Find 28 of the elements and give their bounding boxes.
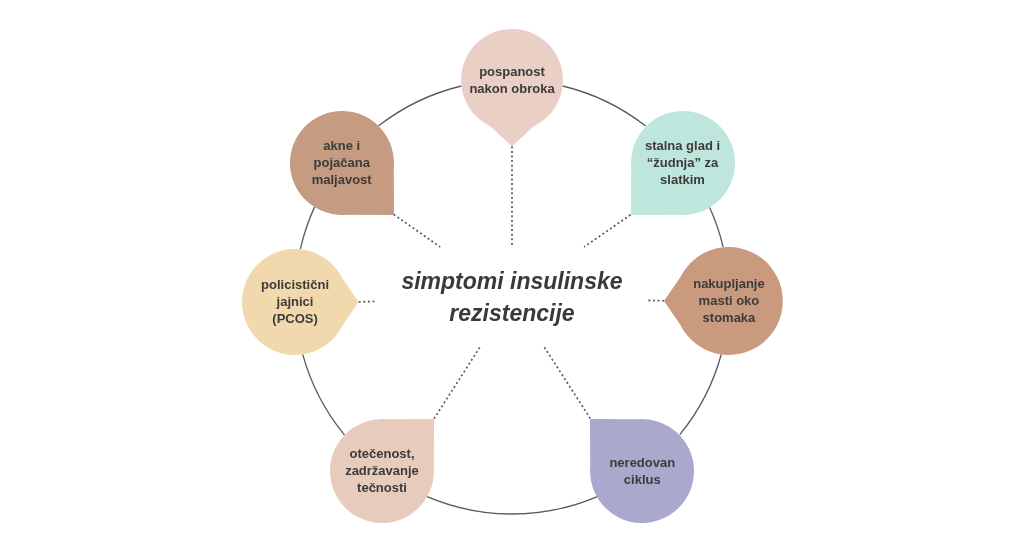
dotted-connector [543, 346, 592, 420]
speech-bubble [289, 110, 394, 215]
dotted-connector [646, 299, 665, 302]
central-title: simptomi insulinske rezistencije [400, 266, 624, 328]
ring-arc [377, 85, 462, 127]
speech-bubble [664, 246, 783, 355]
speech-bubble [461, 29, 563, 147]
dotted-connector [511, 145, 513, 248]
speech-bubble [630, 110, 735, 215]
dotted-connector [433, 346, 481, 420]
symptom-text: stalna glad i “žudnja” za slatkim [643, 137, 722, 189]
ring-arc [302, 353, 346, 436]
symptom-text: otečenost, zadržavanje tečnosti [344, 445, 420, 497]
speech-bubble [242, 248, 359, 355]
ring-arc [299, 206, 316, 250]
symptom-text: policistični jajnici (PCOS) [260, 276, 330, 328]
symptom-text: nakupljanje masti oko stomaka [692, 275, 766, 327]
speech-bubble [330, 418, 434, 523]
speech-bubble [590, 418, 695, 523]
dotted-connector [583, 213, 632, 248]
symptom-text: neredovan ciklus [608, 453, 677, 488]
ring-arc [562, 85, 647, 127]
dotted-connector [392, 213, 442, 248]
symptom-text: pospanost nakon obroka [468, 62, 556, 98]
ring-arc [679, 353, 722, 436]
symptom-text: akne i pojačana maljavost [310, 136, 373, 189]
ring-arc [708, 206, 724, 248]
ring-arc [426, 495, 598, 515]
